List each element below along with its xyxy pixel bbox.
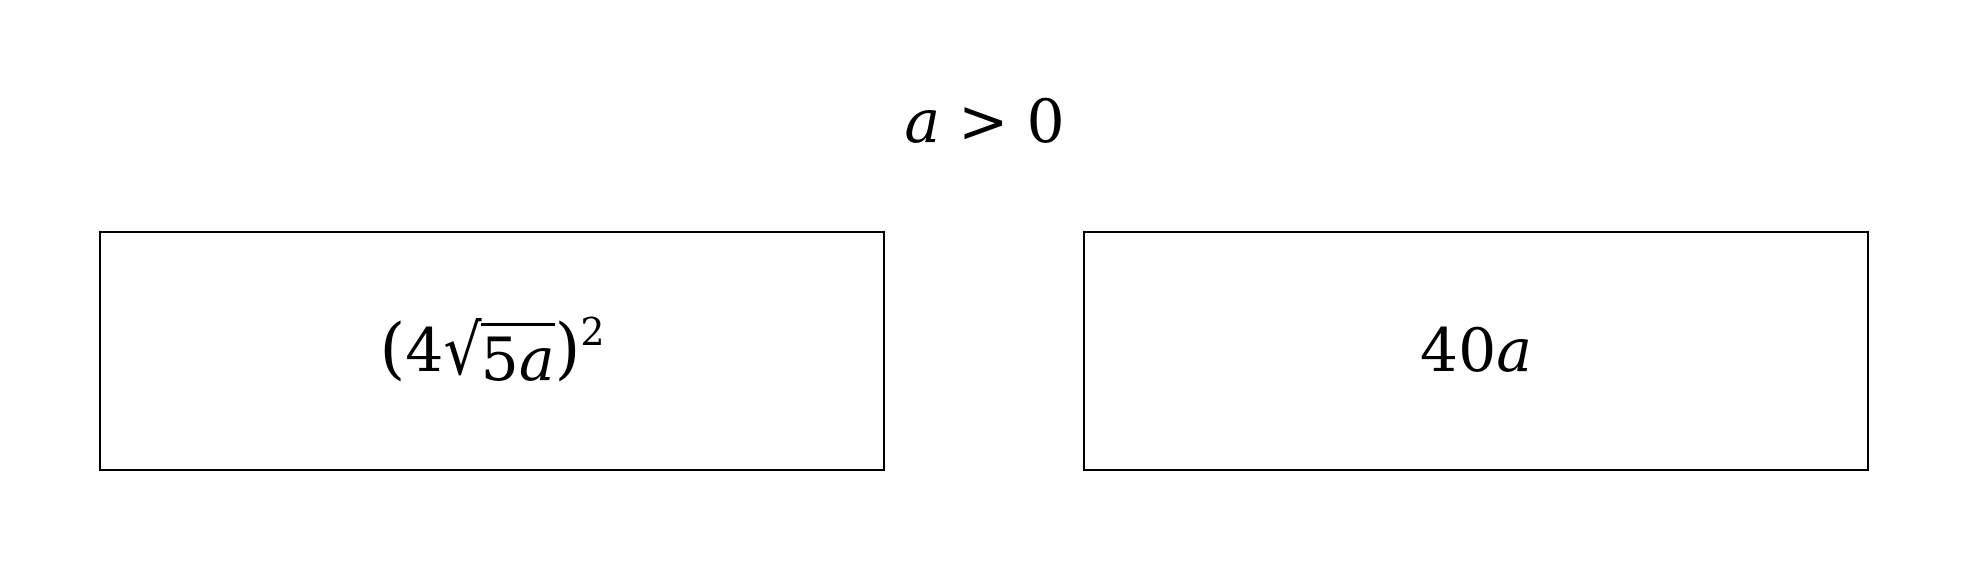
quantity-a-exponent: 2 xyxy=(580,309,605,354)
quantity-a-square-root: √5a xyxy=(443,316,555,390)
condition-statement: a>0 xyxy=(0,92,1969,152)
condition-relation: > xyxy=(958,87,1009,157)
radicand-variable: a xyxy=(518,324,555,395)
quantity-b-expression: 40a xyxy=(1420,321,1532,381)
radicand-number: 5 xyxy=(480,324,519,395)
quantity-a-close-paren: ) xyxy=(554,309,581,387)
quantity-b-variable: a xyxy=(1496,316,1533,386)
condition-variable: a xyxy=(904,87,941,157)
quantity-a-box: (4√5a)2 xyxy=(99,231,885,471)
quantity-b-box: 40a xyxy=(1083,231,1869,471)
quantity-a-coefficient: 4 xyxy=(405,315,444,386)
quantity-a-open-paren: ( xyxy=(379,309,406,387)
radical-sign: √ xyxy=(443,310,482,391)
quantity-a-expression: (4√5a)2 xyxy=(379,313,604,390)
condition-value: 0 xyxy=(1026,87,1065,157)
quantity-a-radicand: 5a xyxy=(480,322,555,390)
quantity-b-coefficient: 40 xyxy=(1419,316,1497,386)
